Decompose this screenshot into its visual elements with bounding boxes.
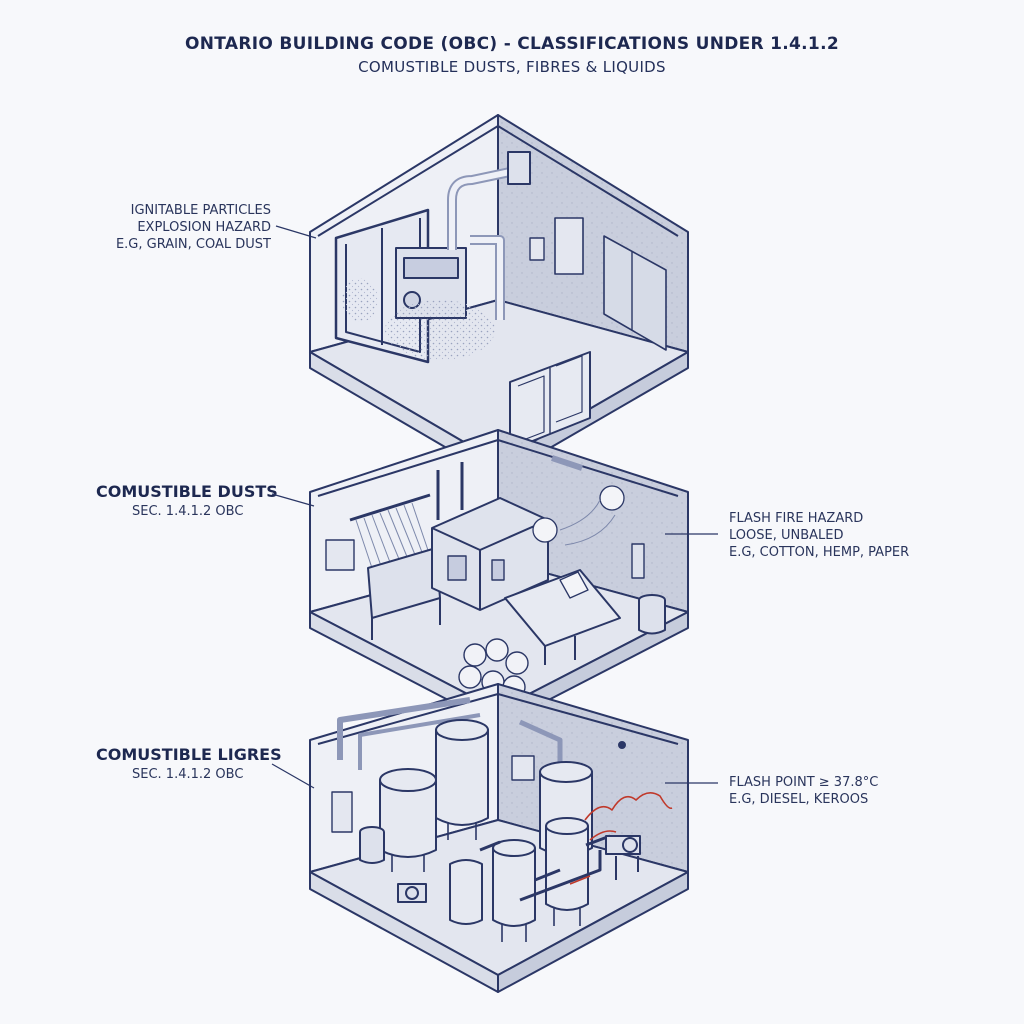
wall-door	[603, 235, 667, 351]
dust-cloud	[385, 300, 495, 360]
small-drum	[359, 832, 385, 864]
middle-callout-line-3: E.G, COTTON, HEMP, PAPER	[729, 545, 910, 560]
middle-callout-line-1: FLASH FIRE HAZARD	[729, 511, 864, 526]
diagram-subtitle: COMUSTIBLE DUSTS, FIBRES & LIQUIDS	[358, 58, 666, 76]
diagram-title: ONTARIO BUILDING CODE (OBC) - CLASSIFICA…	[185, 34, 839, 54]
top-callout-line-1: IGNITABLE PARTICLES	[130, 203, 271, 218]
middle-level-section: SEC. 1.4.1.2 OBC	[132, 504, 244, 519]
top-callout-line-3: E.G, GRAIN, COAL DUST	[115, 237, 271, 252]
bottom-level-heading-block: COMUSTIBLE LIGRES SEC. 1.4.1.2 OBC	[96, 744, 282, 783]
bottom-level-section: SEC. 1.4.1.2 OBC	[132, 767, 244, 782]
top-level-room	[309, 114, 689, 479]
bottom-callout-line-1: FLASH POINT ≥ 37.8°C	[729, 775, 879, 790]
top-callout-line-2: EXPLOSION HAZARD	[137, 220, 271, 235]
middle-level-callout: FLASH FIRE HAZARD LOOSE, UNBALED E.G, CO…	[729, 510, 909, 561]
middle-level-room	[309, 429, 689, 727]
callout-leaders	[271, 225, 718, 789]
middle-callout-line-2: LOOSE, UNBALED	[729, 528, 844, 543]
top-level-callout: IGNITABLE PARTICLES EXPLOSION HAZARD E.G…	[96, 202, 271, 253]
bottom-level-callout: FLASH POINT ≥ 37.8°C E.G, DIESEL, KEROOS	[729, 774, 878, 808]
middle-level-heading: COMUSTIBLE DUSTS	[96, 482, 278, 501]
bottom-level-heading: COMUSTIBLE LIGRES	[96, 745, 282, 764]
control-panel	[554, 217, 584, 275]
bottom-callout-line-2: E.G, DIESEL, KEROOS	[729, 792, 869, 807]
fuel-tanks	[379, 719, 593, 927]
processing-machine	[431, 497, 549, 611]
drum	[638, 600, 666, 635]
middle-level-heading-block: COMUSTIBLE DUSTS SEC. 1.4.1.2 OBC	[96, 481, 278, 520]
heat-indicator	[569, 792, 673, 885]
bottom-level-room	[309, 683, 689, 993]
conveyor	[504, 569, 621, 647]
pump	[397, 883, 427, 903]
